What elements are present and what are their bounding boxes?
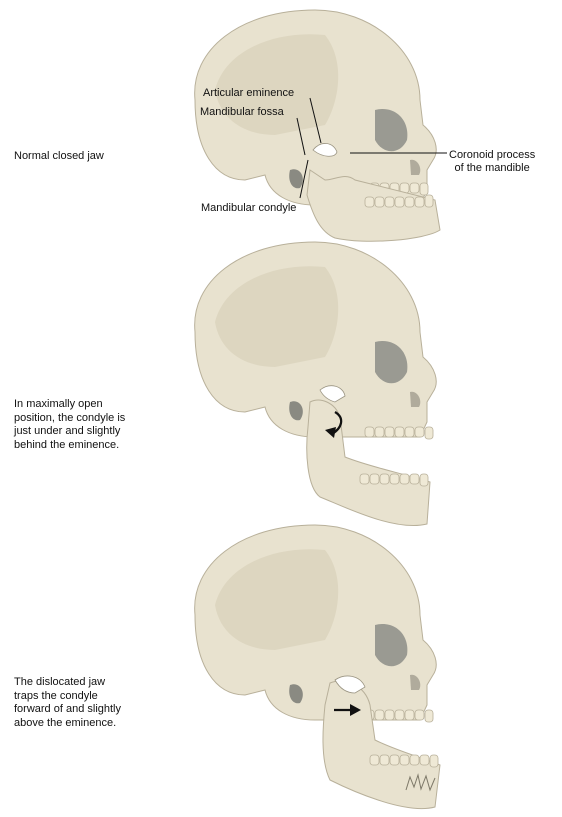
label-mandibular-condyle: Mandibular condyle [201, 202, 297, 214]
skull-open [194, 241, 437, 526]
label-mandibular-fossa: Mandibular fossa [200, 106, 284, 118]
skull-closed [194, 9, 441, 242]
skull-dislocated [194, 524, 441, 809]
caption-closed-jaw: Normal closed jaw [14, 150, 104, 162]
label-articular-eminence: Articular eminence [203, 87, 295, 99]
caption-dislocated-jaw: The dislocated jaw traps the condyle for… [14, 676, 121, 729]
caption-open-jaw: In maximally open position, the condyle … [14, 398, 126, 451]
leader-articular-eminence [309, 97, 322, 144]
leader-mandibular-fossa [296, 117, 306, 156]
artist-signature [405, 773, 436, 792]
mandible [306, 399, 431, 526]
rotation-arrowhead [325, 427, 336, 438]
label-coronoid-process: Coronoid process of the mandible [449, 149, 536, 174]
forward-arrowhead [350, 704, 361, 716]
leader-mandibular-condyle [299, 159, 309, 199]
